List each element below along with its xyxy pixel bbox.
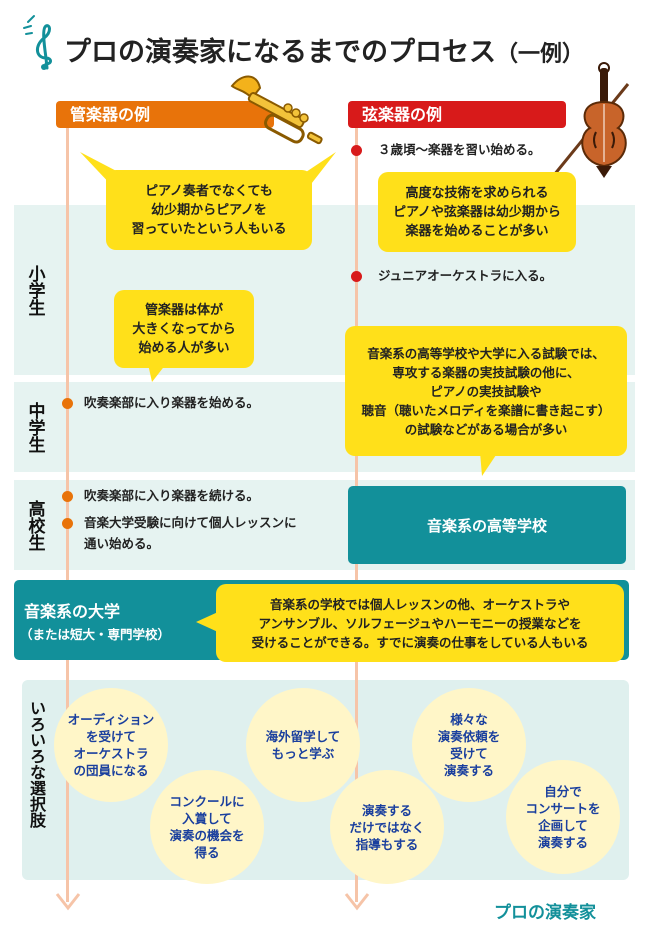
string-column-header: 弦楽器の例 xyxy=(348,101,566,128)
choice-requests: 様々な演奏依頼を受けて演奏する xyxy=(412,688,526,802)
stage-middle: 中学生 xyxy=(24,401,45,453)
wind-bubble-body: 管楽器は体が大きくなってから始める人が多い xyxy=(114,290,254,368)
page-title: プロの演奏家になるまでのプロセス（一例） xyxy=(64,30,584,69)
university-title: 音楽系の大学 xyxy=(24,602,121,621)
title-main: プロの演奏家になるまでのプロセス xyxy=(64,37,496,68)
bubble-tail xyxy=(148,364,166,382)
string-bubble-technique: 高度な技術を求められるピアノや弦楽器は幼少期から楽器を始めることが多い xyxy=(378,172,576,252)
string-arrowhead xyxy=(344,893,370,911)
choice-study-abroad: 海外留学してもっと学ぶ xyxy=(246,688,360,802)
bubble-tail xyxy=(80,152,126,188)
bubble-tail xyxy=(196,612,218,632)
wind-bubble-piano: ピアノ奏者でなくても幼少期からピアノを習っていたという人もいる xyxy=(106,170,312,250)
university-bubble: 音楽系の学校では個人レッスンの他、オーケストラやアンサンブル、ソルフェージュやハ… xyxy=(216,584,624,662)
treble-clef-icon xyxy=(23,15,52,70)
wind-step-high1: 吹奏楽部に入り楽器を続ける。 xyxy=(84,488,260,503)
string-step-junior-orchestra: ジュニアオーケストラに入る。 xyxy=(378,268,553,283)
wind-step-dot xyxy=(62,518,73,529)
title-sub: （一例） xyxy=(496,42,585,67)
choice-competition: コンクールに入賞して演奏の機会を得る xyxy=(150,770,264,884)
string-step-dot xyxy=(351,271,362,282)
university-subtitle: （または短大・専門学校） xyxy=(20,627,171,642)
goal-label: プロの演奏家 xyxy=(494,903,596,923)
stage-elementary: 小学生 xyxy=(24,264,45,316)
music-high-school-box: 音楽系の高等学校 xyxy=(348,486,626,564)
string-bubble-exam: 音楽系の高等学校や大学に入る試験では、専攻する楽器の実技試験の他に、ピアノの実技… xyxy=(345,326,627,456)
wind-step-dot xyxy=(62,491,73,502)
wind-arrowhead xyxy=(55,893,81,911)
bubble-tail xyxy=(300,152,336,188)
wind-step-dot xyxy=(62,398,73,409)
bubble-tail xyxy=(480,452,498,476)
trumpet-icon xyxy=(230,75,323,145)
wind-step-middle: 吹奏楽部に入り楽器を始める。 xyxy=(84,395,260,410)
choice-audition: オーディションを受けてオーケストラの団員になる xyxy=(54,688,168,802)
wind-timeline xyxy=(66,122,69,902)
choices-label: いろいろな選択肢 xyxy=(27,700,46,828)
string-step-dot xyxy=(351,145,362,156)
string-step-age3: ３歳頃〜楽器を習い始める。 xyxy=(378,142,541,157)
violin-icon xyxy=(548,62,630,181)
choice-own-concert: 自分でコンサートを企画して演奏する xyxy=(506,760,620,874)
stage-high: 高校生 xyxy=(24,499,45,551)
wind-step-high2: 音楽大学受験に向けて個人レッスンに通い始める。 xyxy=(84,515,297,551)
choice-teaching: 演奏するだけではなく指導もする xyxy=(330,770,444,884)
wind-column-header: 管楽器の例 xyxy=(56,101,274,128)
